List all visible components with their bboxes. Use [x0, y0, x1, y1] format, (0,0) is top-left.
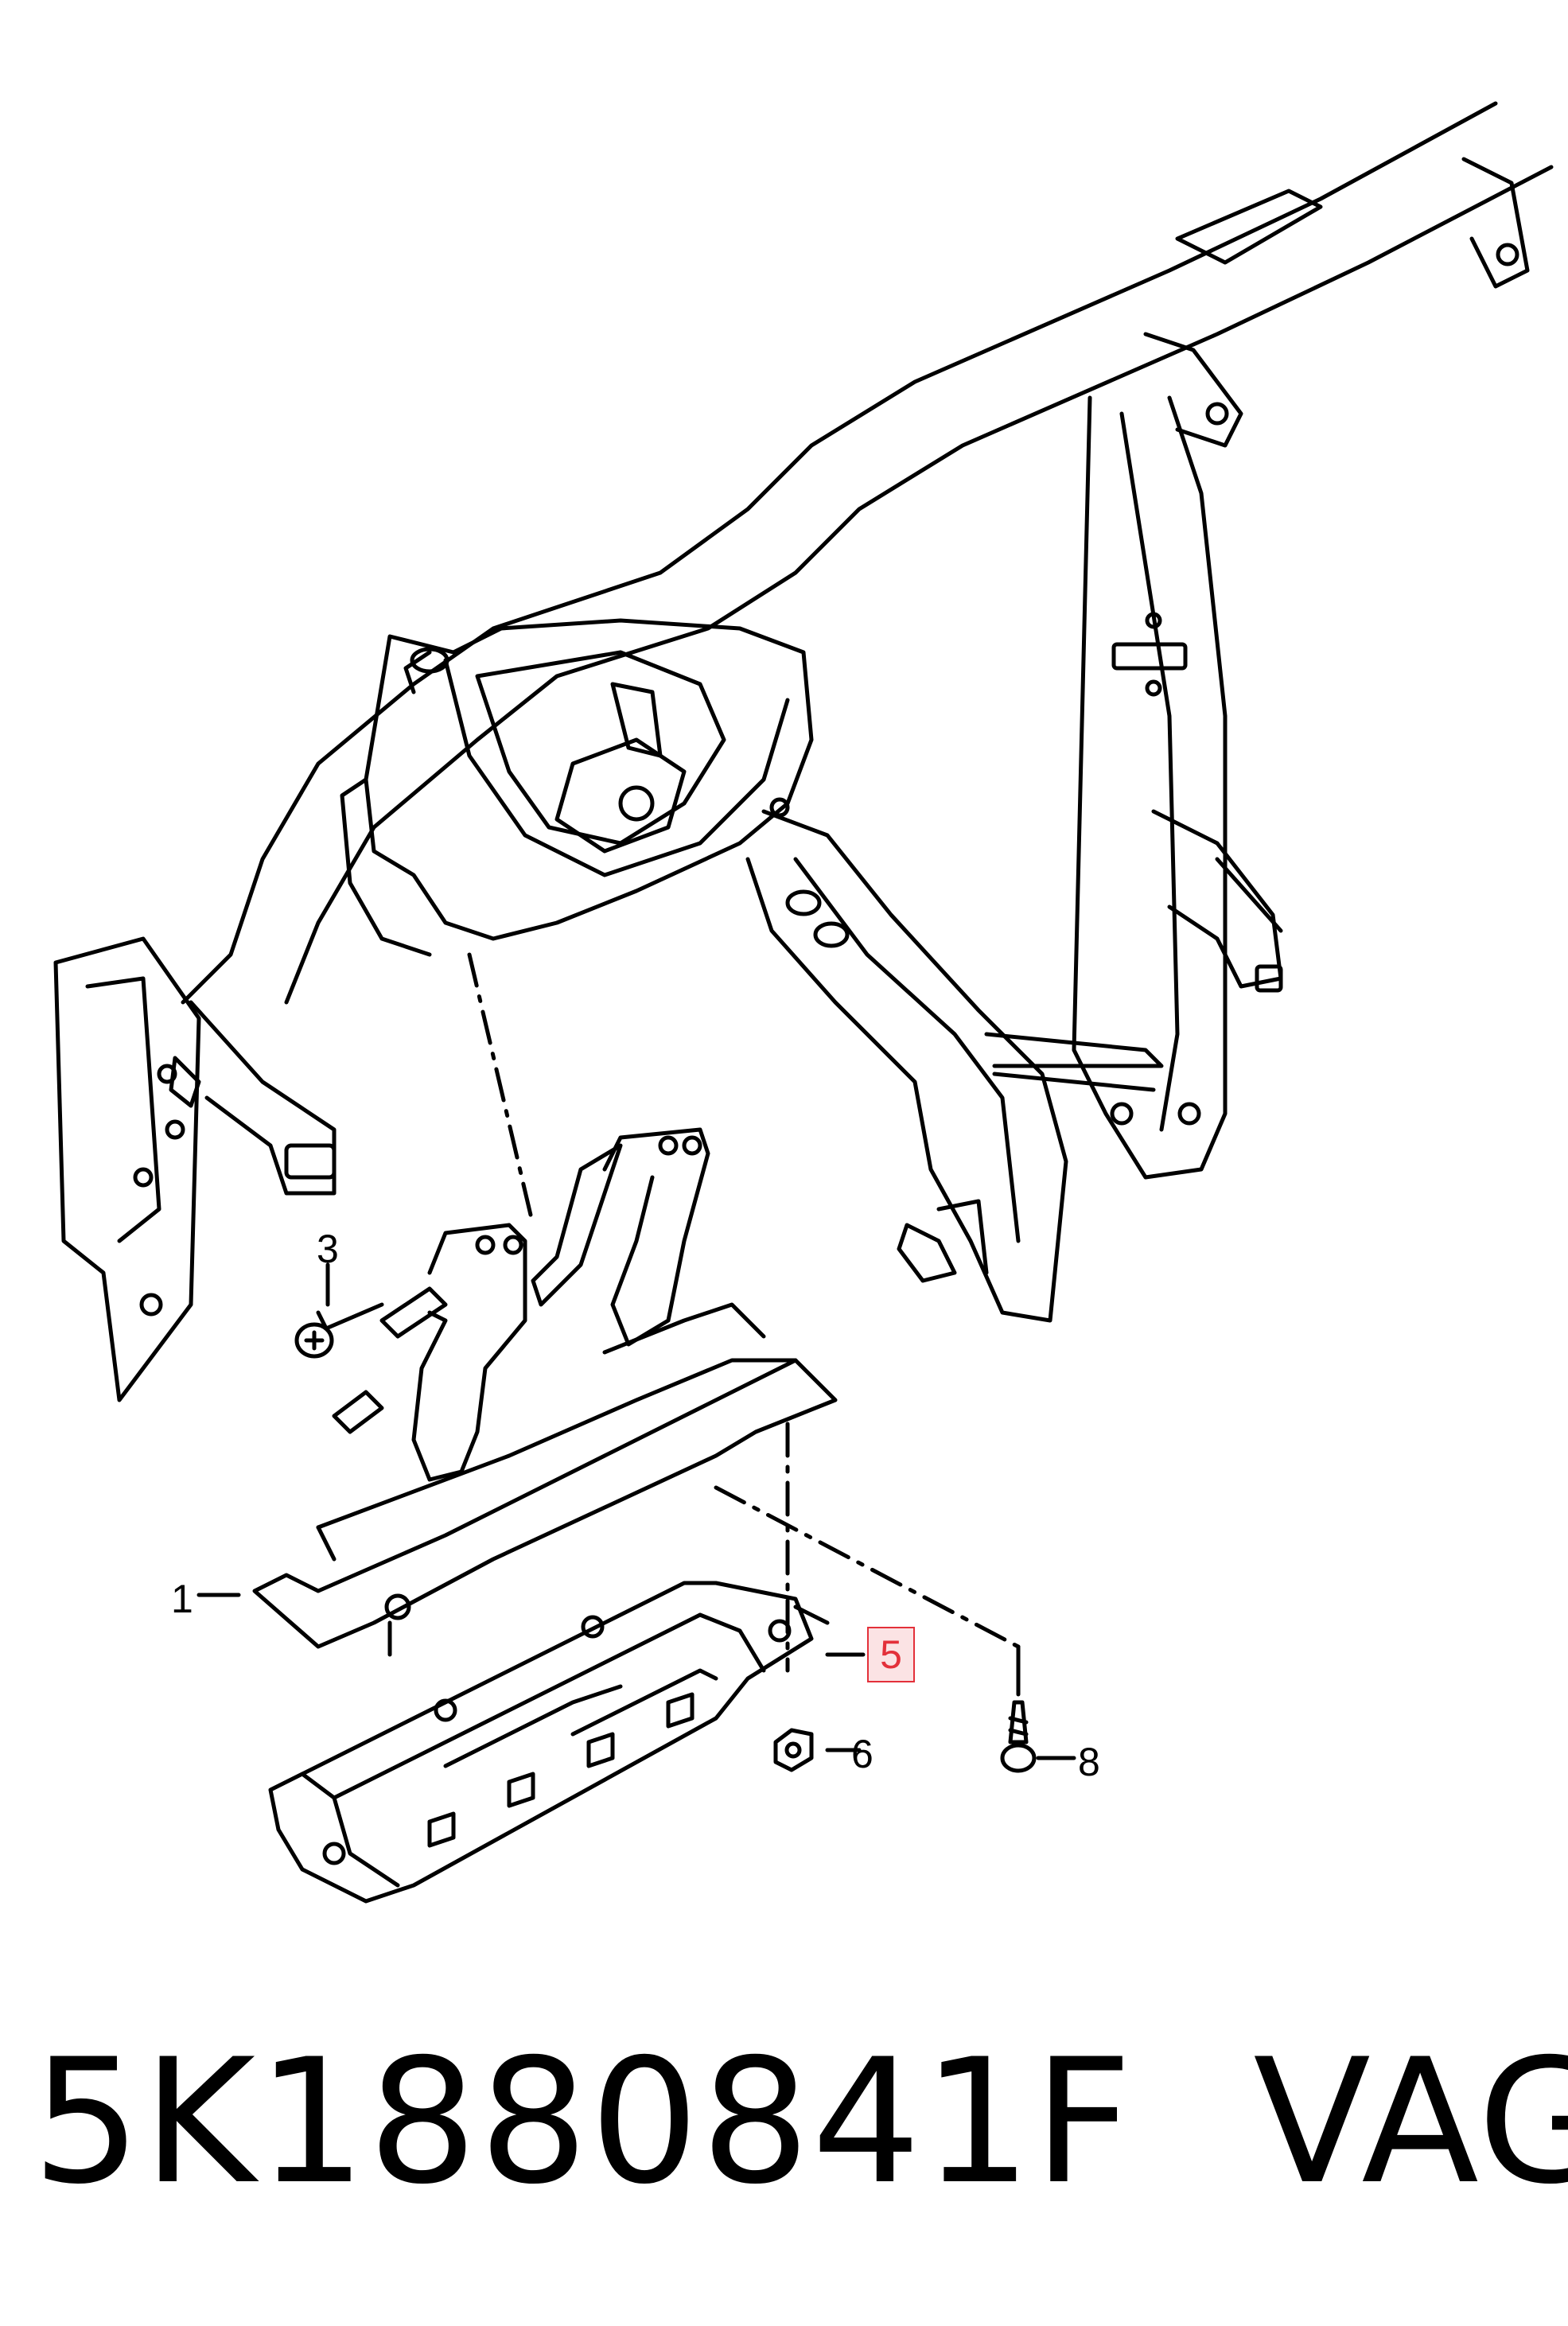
part-1-reinforcement-bracket	[252, 1127, 838, 1657]
cross-car-beam	[53, 101, 1554, 1402]
callout-1: 1	[171, 1577, 193, 1621]
part-6-nut	[773, 1728, 862, 1772]
callout-5-highlighted: 5	[867, 1627, 915, 1682]
part-8-screw	[1000, 1644, 1076, 1773]
brand-name: VAG	[1253, 2022, 1568, 2222]
part-5-knee-airbag-module	[268, 1581, 830, 1904]
steering-column-housing	[340, 618, 814, 957]
part-number: 5K1880841F	[32, 2022, 1134, 2222]
part-3-screw	[294, 1262, 384, 1359]
callout-3: 3	[317, 1227, 339, 1271]
alignment-lines	[467, 952, 1021, 1673]
callout-leaders	[196, 1593, 866, 1657]
callout-6: 6	[851, 1732, 873, 1776]
right-vertical-support	[1072, 395, 1283, 1180]
callout-8: 8	[1078, 1740, 1100, 1784]
center-support-strut	[745, 809, 1164, 1323]
